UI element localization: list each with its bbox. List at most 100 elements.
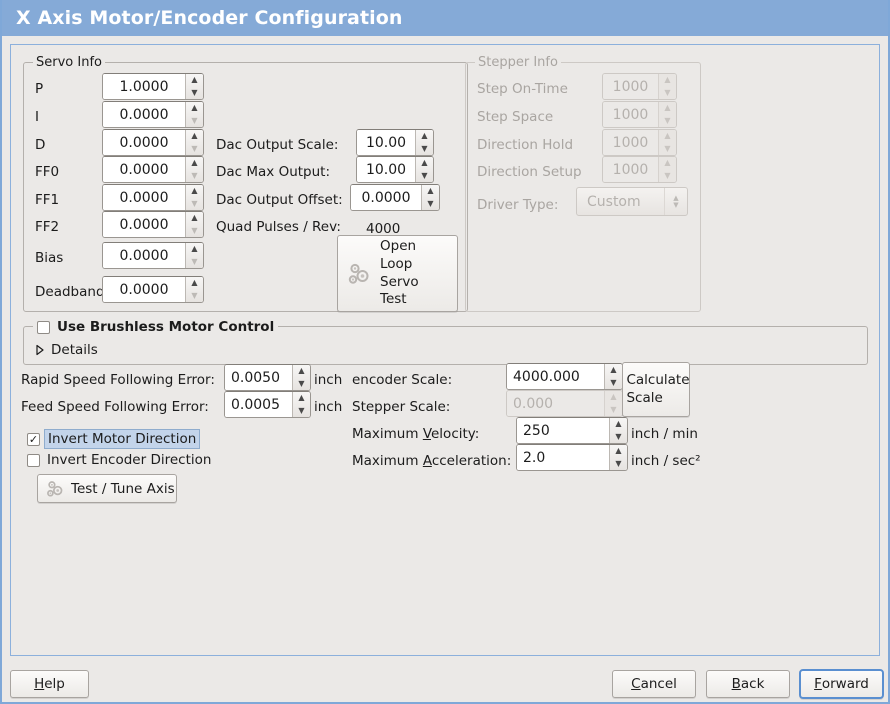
maximum-acceleration-input[interactable]: 2.0 ▲▼ bbox=[516, 444, 628, 471]
spin-up-icon[interactable]: ▲ bbox=[191, 75, 198, 85]
spin-up-icon[interactable]: ▲ bbox=[191, 131, 198, 141]
spin-down-icon[interactable]: ▼ bbox=[610, 377, 617, 387]
spin-up-icon[interactable]: ▲ bbox=[664, 103, 671, 113]
servo-input-bias[interactable]: 0.0000 ▲▼ bbox=[102, 242, 204, 269]
feed-following-error-spinner[interactable]: ▲▼ bbox=[292, 392, 310, 417]
spin-down-icon[interactable]: ▼ bbox=[191, 170, 198, 180]
chevron-updown-icon[interactable]: ▲▼ bbox=[664, 188, 687, 215]
brushless-checkbox-box[interactable] bbox=[37, 320, 50, 334]
direction-hold-input[interactable]: 1000 ▲▼ bbox=[602, 129, 677, 156]
maximum-velocity-spinner[interactable]: ▲▼ bbox=[609, 418, 627, 443]
feed-following-error-value[interactable]: 0.0005 bbox=[225, 392, 292, 417]
rapid-following-error-value[interactable]: 0.0050 bbox=[225, 365, 292, 390]
spin-up-icon[interactable]: ▲ bbox=[427, 186, 434, 196]
stepper-scale-spinner[interactable]: ▲▼ bbox=[604, 391, 622, 416]
direction-setup-input[interactable]: 1000 ▲▼ bbox=[602, 156, 677, 183]
step-on-time-spinner[interactable]: ▲▼ bbox=[658, 74, 676, 99]
maximum-acceleration-value[interactable]: 2.0 bbox=[517, 445, 609, 470]
spin-up-icon[interactable]: ▲ bbox=[191, 213, 198, 223]
spin-up-icon[interactable]: ▲ bbox=[191, 103, 198, 113]
spin-down-icon[interactable]: ▼ bbox=[421, 143, 428, 153]
spin-down-icon[interactable]: ▼ bbox=[191, 290, 198, 300]
invert-motor-direction-checkbox[interactable]: ✓ Invert Motor Direction bbox=[27, 429, 201, 449]
direction-setup-value[interactable]: 1000 bbox=[603, 157, 658, 182]
spin-down-icon[interactable]: ▼ bbox=[615, 458, 622, 468]
spin-up-icon[interactable]: ▲ bbox=[610, 392, 617, 402]
servo-input-d[interactable]: 0.0000 ▲▼ bbox=[102, 129, 204, 156]
maximum-acceleration-spinner[interactable]: ▲▼ bbox=[609, 445, 627, 470]
spin-down-icon[interactable]: ▼ bbox=[664, 87, 671, 97]
servo-input-ff0-value[interactable]: 0.0000 bbox=[103, 157, 185, 182]
spin-down-icon[interactable]: ▼ bbox=[610, 404, 617, 414]
use-brushless-motor-control-checkbox[interactable]: Use Brushless Motor Control bbox=[33, 319, 279, 335]
chevron-right-icon[interactable] bbox=[35, 344, 44, 356]
servo-input-ff2-spinner[interactable]: ▲▼ bbox=[185, 212, 203, 237]
spin-up-icon[interactable]: ▲ bbox=[664, 75, 671, 85]
servo-input-i-value[interactable]: 0.0000 bbox=[103, 102, 185, 127]
spin-down-icon[interactable]: ▼ bbox=[298, 378, 305, 388]
spin-down-icon[interactable]: ▼ bbox=[191, 225, 198, 235]
invert-encoder-checkbox-box[interactable] bbox=[27, 453, 40, 467]
servo-input-ff1[interactable]: 0.0000 ▲▼ bbox=[102, 184, 204, 211]
spin-up-icon[interactable]: ▲ bbox=[610, 365, 617, 375]
rapid-following-error-input[interactable]: 0.0050 ▲▼ bbox=[224, 364, 311, 391]
servo-input-p[interactable]: 1.0000 ▲▼ bbox=[102, 73, 204, 100]
spin-down-icon[interactable]: ▼ bbox=[664, 115, 671, 125]
spin-down-icon[interactable]: ▼ bbox=[191, 87, 198, 97]
servo-input-deadband-value[interactable]: 0.0000 bbox=[103, 277, 185, 302]
servo-input-bias-spinner[interactable]: ▲▼ bbox=[185, 243, 203, 268]
dac-max-output-value[interactable]: 10.00 bbox=[357, 157, 415, 182]
invert-motor-checkbox-box[interactable]: ✓ bbox=[27, 432, 40, 446]
direction-hold-spinner[interactable]: ▲▼ bbox=[658, 130, 676, 155]
spin-down-icon[interactable]: ▼ bbox=[615, 431, 622, 441]
servo-input-d-spinner[interactable]: ▲▼ bbox=[185, 130, 203, 155]
spin-down-icon[interactable]: ▼ bbox=[298, 405, 305, 415]
servo-input-p-spinner[interactable]: ▲▼ bbox=[185, 74, 203, 99]
dac-output-scale-spinner[interactable]: ▲▼ bbox=[415, 130, 433, 155]
driver-type-select[interactable]: Custom ▲▼ bbox=[576, 187, 688, 216]
spin-up-icon[interactable]: ▲ bbox=[191, 244, 198, 254]
spin-up-icon[interactable]: ▲ bbox=[298, 393, 305, 403]
servo-input-p-value[interactable]: 1.0000 bbox=[103, 74, 185, 99]
dac-output-offset-value[interactable]: 0.0000 bbox=[351, 185, 421, 210]
direction-setup-spinner[interactable]: ▲▼ bbox=[658, 157, 676, 182]
servo-input-bias-value[interactable]: 0.0000 bbox=[103, 243, 185, 268]
spin-down-icon[interactable]: ▼ bbox=[191, 198, 198, 208]
step-space-value[interactable]: 1000 bbox=[603, 102, 658, 127]
spin-down-icon[interactable]: ▼ bbox=[191, 115, 198, 125]
servo-input-ff2-value[interactable]: 0.0000 bbox=[103, 212, 185, 237]
spin-up-icon[interactable]: ▲ bbox=[191, 158, 198, 168]
servo-input-ff1-spinner[interactable]: ▲▼ bbox=[185, 185, 203, 210]
servo-input-i[interactable]: 0.0000 ▲ ▼ bbox=[102, 101, 204, 128]
servo-input-deadband[interactable]: 0.0000 ▲▼ bbox=[102, 276, 204, 303]
dac-output-scale-input[interactable]: 10.00 ▲▼ bbox=[356, 129, 434, 156]
details-expander[interactable]: Details bbox=[35, 342, 98, 358]
step-space-spinner[interactable]: ▲▼ bbox=[658, 102, 676, 127]
step-on-time-value[interactable]: 1000 bbox=[603, 74, 658, 99]
spin-down-icon[interactable]: ▼ bbox=[664, 170, 671, 180]
test-tune-axis-button[interactable]: Test / Tune Axis bbox=[37, 474, 177, 503]
step-on-time-input[interactable]: 1000 ▲▼ bbox=[602, 73, 677, 100]
stepper-scale-input[interactable]: 0.000 ▲▼ bbox=[506, 390, 623, 417]
spin-down-icon[interactable]: ▼ bbox=[191, 143, 198, 153]
spin-down-icon[interactable]: ▼ bbox=[427, 198, 434, 208]
encoder-scale-input[interactable]: 4000.000 ▲▼ bbox=[506, 363, 623, 390]
spin-up-icon[interactable]: ▲ bbox=[191, 186, 198, 196]
servo-input-d-value[interactable]: 0.0000 bbox=[103, 130, 185, 155]
calculate-scale-button[interactable]: Calculate Scale bbox=[622, 362, 690, 417]
step-space-input[interactable]: 1000 ▲▼ bbox=[602, 101, 677, 128]
servo-input-deadband-spinner[interactable]: ▲▼ bbox=[185, 277, 203, 302]
encoder-scale-spinner[interactable]: ▲▼ bbox=[604, 364, 622, 389]
open-loop-servo-test-button[interactable]: Open Loop Servo Test bbox=[337, 235, 458, 312]
servo-input-ff0-spinner[interactable]: ▲▼ bbox=[185, 157, 203, 182]
feed-following-error-input[interactable]: 0.0005 ▲▼ bbox=[224, 391, 311, 418]
rapid-following-error-spinner[interactable]: ▲▼ bbox=[292, 365, 310, 390]
spin-up-icon[interactable]: ▲ bbox=[615, 446, 622, 456]
maximum-velocity-input[interactable]: 250 ▲▼ bbox=[516, 417, 628, 444]
spin-down-icon[interactable]: ▼ bbox=[421, 170, 428, 180]
dac-output-scale-value[interactable]: 10.00 bbox=[357, 130, 415, 155]
